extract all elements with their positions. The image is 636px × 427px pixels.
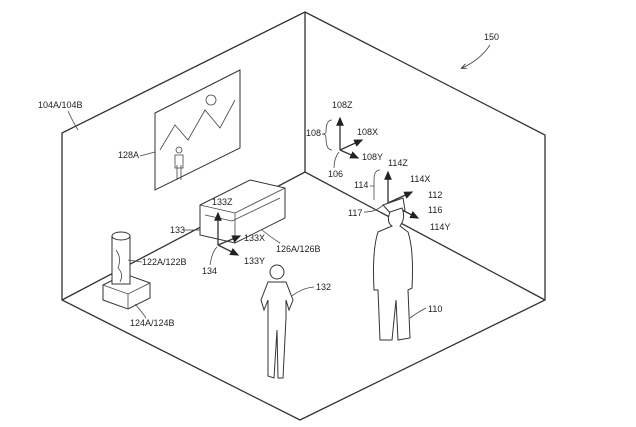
svg-text:132: 132 xyxy=(316,282,331,292)
hmd-coordinate-system: 114Z 114X 112 116 114Y 114 117 xyxy=(348,158,450,232)
svg-text:110: 110 xyxy=(428,304,442,314)
svg-text:114Y: 114Y xyxy=(430,222,450,232)
svg-text:112: 112 xyxy=(428,190,442,200)
sun-icon xyxy=(205,94,217,106)
svg-text:108: 108 xyxy=(306,128,321,138)
room-walls xyxy=(61,11,546,421)
svg-text:126A/126B: 126A/126B xyxy=(276,244,321,254)
svg-text:133Y: 133Y xyxy=(244,256,265,266)
object-coordinate-system: 133Z 133X 133Y 133 134 xyxy=(170,197,265,276)
svg-text:122A/122B: 122A/122B xyxy=(142,257,187,267)
svg-text:124A/124B: 124A/124B xyxy=(130,318,175,328)
other-person: 132 xyxy=(260,264,331,379)
svg-text:133: 133 xyxy=(170,225,185,235)
world-coordinate-system: 108Z 108X 108Y 108 106 xyxy=(306,100,383,179)
room-label: 104A/104B xyxy=(38,100,83,131)
svg-text:108Z: 108Z xyxy=(332,100,353,110)
svg-text:134: 134 xyxy=(202,266,217,276)
svg-text:114: 114 xyxy=(354,180,368,190)
svg-text:133Z: 133Z xyxy=(212,197,233,207)
svg-text:117: 117 xyxy=(348,208,362,218)
svg-text:104A/104B: 104A/104B xyxy=(38,100,83,110)
figure-reference: 150 xyxy=(462,32,499,68)
wall-picture: 128A xyxy=(118,69,241,191)
svg-text:114Z: 114Z xyxy=(388,158,408,168)
svg-text:114X: 114X xyxy=(410,174,430,184)
lamp-on-stand: 122A/122B 124A/124B xyxy=(102,231,187,328)
svg-text:108Y: 108Y xyxy=(362,152,383,162)
svg-text:106: 106 xyxy=(328,169,343,179)
svg-text:128A: 128A xyxy=(118,150,139,160)
svg-text:133X: 133X xyxy=(244,233,265,243)
couch: 126A/126B xyxy=(199,179,321,254)
user-with-hmd: 110 xyxy=(373,197,442,341)
svg-text:108X: 108X xyxy=(357,127,378,137)
svg-text:116: 116 xyxy=(428,205,442,215)
figure-number: 150 xyxy=(484,32,499,42)
